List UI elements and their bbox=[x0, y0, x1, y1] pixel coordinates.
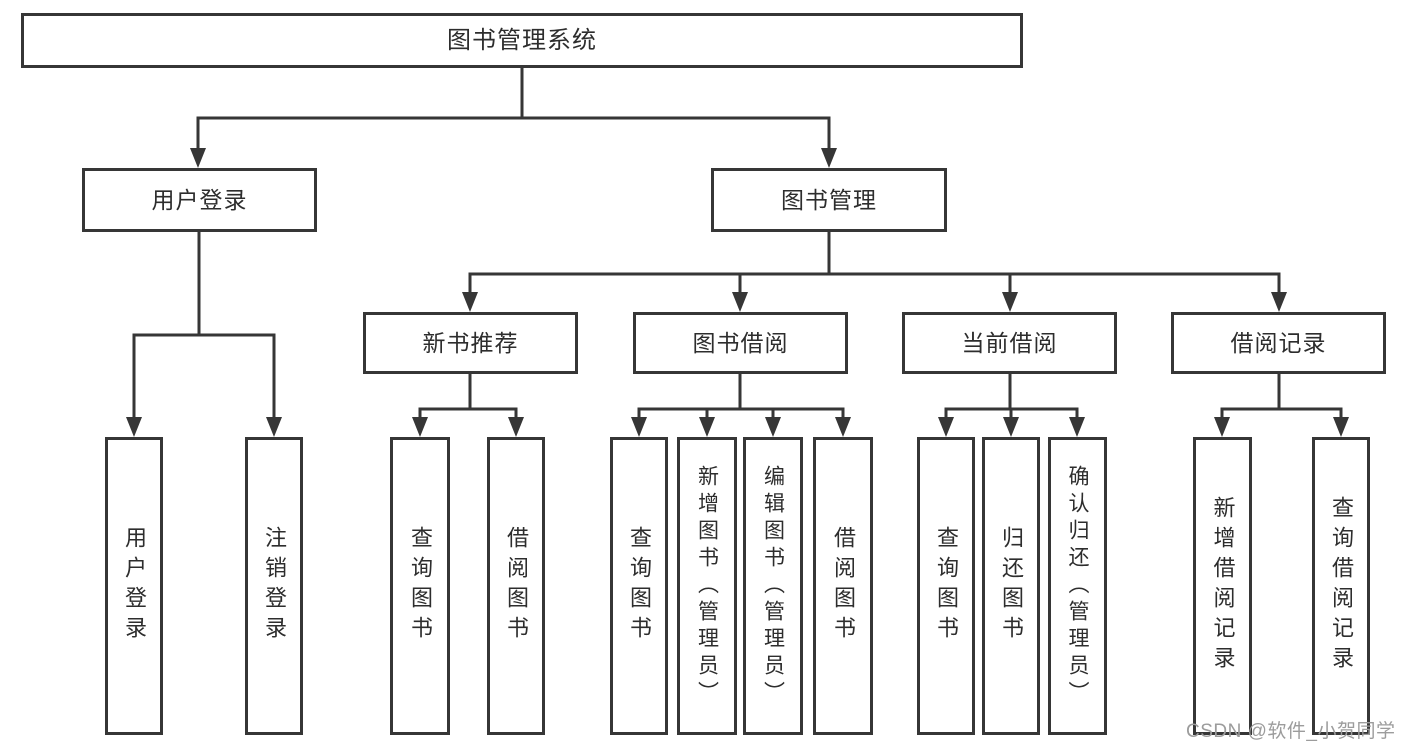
node-label: 用户登录 bbox=[151, 186, 248, 213]
node-return-books: 归还图书 bbox=[982, 437, 1040, 735]
node-query-books-current: 查询图书 bbox=[917, 437, 975, 735]
node-query-books-recommend: 查询图书 bbox=[390, 437, 450, 735]
node-label: 新书推荐 bbox=[422, 329, 519, 356]
node-user-login-leaf: 用户登录 bbox=[105, 437, 163, 735]
node-borrow-books-borrowing: 借阅图书 bbox=[813, 437, 873, 735]
node-current-borrowing: 当前借阅 bbox=[902, 312, 1117, 374]
node-add-books-admin: 新增图书（管理员） bbox=[677, 437, 737, 735]
connector-user-login-branch bbox=[126, 232, 282, 437]
csdn-watermark: CSDN @软件_小贺同学 bbox=[1186, 721, 1396, 742]
node-label: 查询借阅记录 bbox=[1329, 496, 1354, 676]
node-label: 借阅图书 bbox=[831, 526, 856, 646]
node-borrow-books-recommend: 借阅图书 bbox=[487, 437, 545, 735]
node-query-books-borrowing: 查询图书 bbox=[610, 437, 668, 735]
node-book-management-module: 图书管理 bbox=[711, 168, 947, 232]
node-label: 查询图书 bbox=[934, 526, 959, 646]
node-add-borrow-record: 新增借阅记录 bbox=[1193, 437, 1252, 735]
node-logout: 注销登录 bbox=[245, 437, 303, 735]
node-book-borrowing: 图书借阅 bbox=[633, 312, 848, 374]
node-label: 编辑图书（管理员） bbox=[761, 464, 785, 708]
node-label: 用户登录 bbox=[122, 526, 147, 646]
connector-book-management-to-level3 bbox=[462, 232, 1287, 312]
node-label: 查询图书 bbox=[627, 526, 652, 646]
node-label: 查询图书 bbox=[408, 526, 433, 646]
node-label: 注销登录 bbox=[262, 526, 287, 646]
node-label: 当前借阅 bbox=[961, 329, 1058, 356]
node-label: 归还图书 bbox=[999, 526, 1024, 646]
node-label: 借阅图书 bbox=[504, 526, 529, 646]
connector-root-to-level2 bbox=[190, 68, 837, 168]
node-label: 图书管理系统 bbox=[447, 26, 597, 54]
node-label: 新增图书（管理员） bbox=[695, 464, 719, 708]
node-edit-books-admin: 编辑图书（管理员） bbox=[743, 437, 803, 735]
node-confirm-return-admin: 确认归还（管理员） bbox=[1048, 437, 1107, 735]
node-borrowing-records: 借阅记录 bbox=[1171, 312, 1386, 374]
node-label: 新增借阅记录 bbox=[1210, 496, 1236, 676]
node-new-book-recommendation: 新书推荐 bbox=[363, 312, 578, 374]
node-label: 借阅记录 bbox=[1230, 329, 1327, 356]
node-label: 确认归还（管理员） bbox=[1066, 464, 1089, 708]
connector-level3-to-leaves bbox=[412, 374, 1349, 437]
node-label: 图书管理 bbox=[781, 186, 877, 213]
node-label: 图书借阅 bbox=[692, 329, 789, 356]
node-library-management-system: 图书管理系统 bbox=[21, 13, 1023, 68]
node-user-login-module: 用户登录 bbox=[82, 168, 317, 232]
node-query-borrow-record: 查询借阅记录 bbox=[1312, 437, 1370, 735]
